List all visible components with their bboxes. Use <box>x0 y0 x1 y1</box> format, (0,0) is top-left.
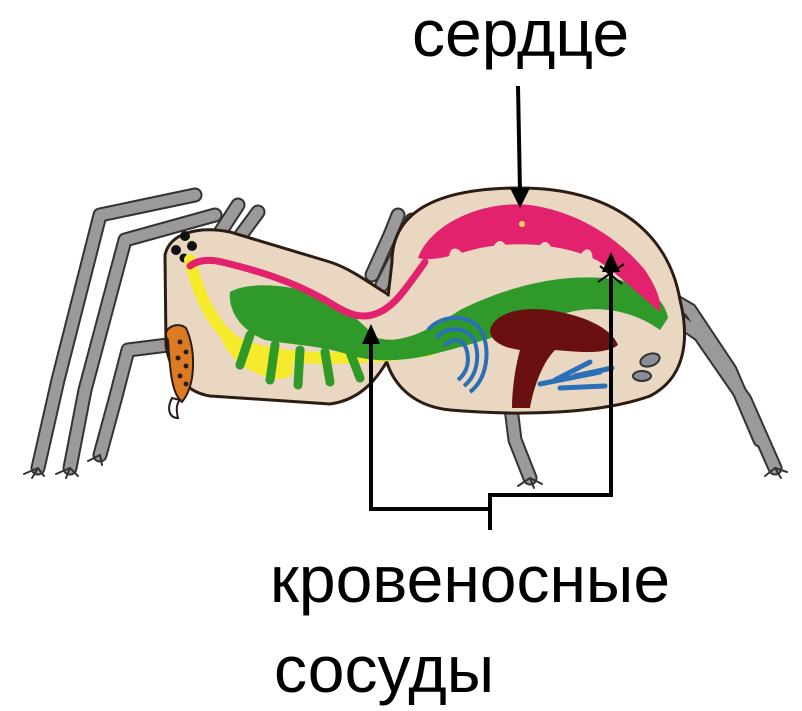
chelicera <box>166 325 193 402</box>
vessels-label-line1: кровеносные <box>270 546 670 612</box>
heart-pointer <box>510 86 530 208</box>
heart-highlight <box>519 221 525 227</box>
vessels-label-line2: сосуды <box>274 636 494 702</box>
fang <box>169 398 180 418</box>
heart-label: сердце <box>412 0 629 66</box>
